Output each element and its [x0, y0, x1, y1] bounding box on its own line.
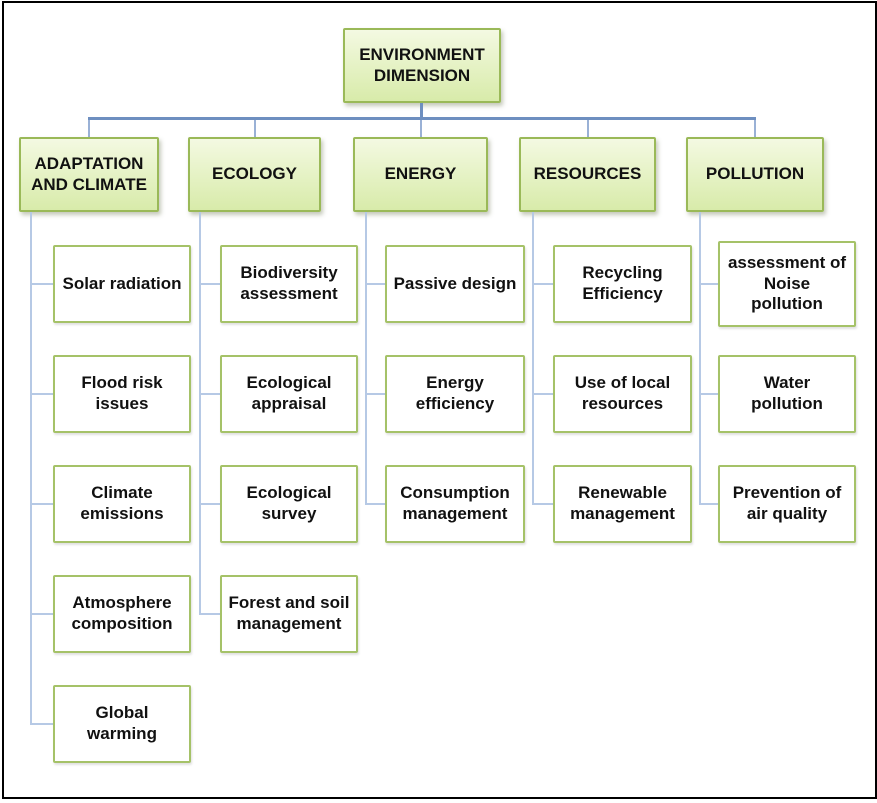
- connector-line: [532, 393, 553, 395]
- connector-line: [532, 283, 553, 285]
- connector-line: [30, 613, 53, 615]
- connector-line: [699, 393, 718, 395]
- connector-line: [199, 212, 201, 615]
- leaf-node-recycling-efficiency: Recycling Efficiency: [553, 245, 692, 323]
- connector-line: [30, 212, 32, 725]
- leaf-node-atmosphere-composition: Atmosphere composition: [53, 575, 191, 653]
- connector-line: [699, 503, 718, 505]
- leaf-node-ecological-survey: Ecological survey: [220, 465, 358, 543]
- connector-line: [199, 283, 220, 285]
- leaf-node-renewable-management: Renewable management: [553, 465, 692, 543]
- connector-line: [532, 503, 553, 505]
- connector-line: [30, 723, 53, 725]
- connector-line: [254, 120, 256, 137]
- connector-line: [699, 212, 701, 505]
- connector-line: [365, 393, 385, 395]
- category-node-ecology: ECOLOGY: [188, 137, 321, 212]
- leaf-node-assessment-of-noise-pollution: assessment of Noise pollution: [718, 241, 856, 327]
- connector-line: [365, 503, 385, 505]
- leaf-node-climate-emissions: Climate emissions: [53, 465, 191, 543]
- category-node-adaptation-and-climate: ADAPTATION AND CLIMATE: [19, 137, 159, 212]
- connector-line: [199, 393, 220, 395]
- connector-line: [754, 120, 756, 137]
- connector-line: [30, 283, 53, 285]
- connector-line: [420, 120, 422, 137]
- leaf-node-flood-risk-issues: Flood risk issues: [53, 355, 191, 433]
- connector-line: [199, 613, 220, 615]
- connector-line: [199, 503, 220, 505]
- category-node-energy: ENERGY: [353, 137, 488, 212]
- connector-line: [30, 393, 53, 395]
- connector-line: [88, 117, 756, 120]
- connector-line: [30, 503, 53, 505]
- connector-line: [699, 283, 718, 285]
- leaf-node-ecological-appraisal: Ecological appraisal: [220, 355, 358, 433]
- root-node-environment-dimension: ENVIRONMENT DIMENSION: [343, 28, 501, 103]
- leaf-node-energy-efficiency: Energy efficiency: [385, 355, 525, 433]
- connector-line: [532, 212, 534, 505]
- category-node-pollution: POLLUTION: [686, 137, 824, 212]
- leaf-node-passive-design: Passive design: [385, 245, 525, 323]
- leaf-node-biodiversity-assessment: Biodiversity assessment: [220, 245, 358, 323]
- connector-line: [420, 103, 423, 120]
- leaf-node-solar-radiation: Solar radiation: [53, 245, 191, 323]
- connector-line: [88, 120, 90, 137]
- connector-line: [365, 212, 367, 505]
- leaf-node-forest-and-soil-management: Forest and soil management: [220, 575, 358, 653]
- leaf-node-consumption-management: Consumption management: [385, 465, 525, 543]
- leaf-node-water-pollution: Water pollution: [718, 355, 856, 433]
- category-node-resources: RESOURCES: [519, 137, 656, 212]
- leaf-node-global-warming: Global warming: [53, 685, 191, 763]
- connector-line: [587, 120, 589, 137]
- leaf-node-use-of-local-resources: Use of local resources: [553, 355, 692, 433]
- leaf-node-prevention-of-air-quality: Prevention of air quality: [718, 465, 856, 543]
- connector-line: [365, 283, 385, 285]
